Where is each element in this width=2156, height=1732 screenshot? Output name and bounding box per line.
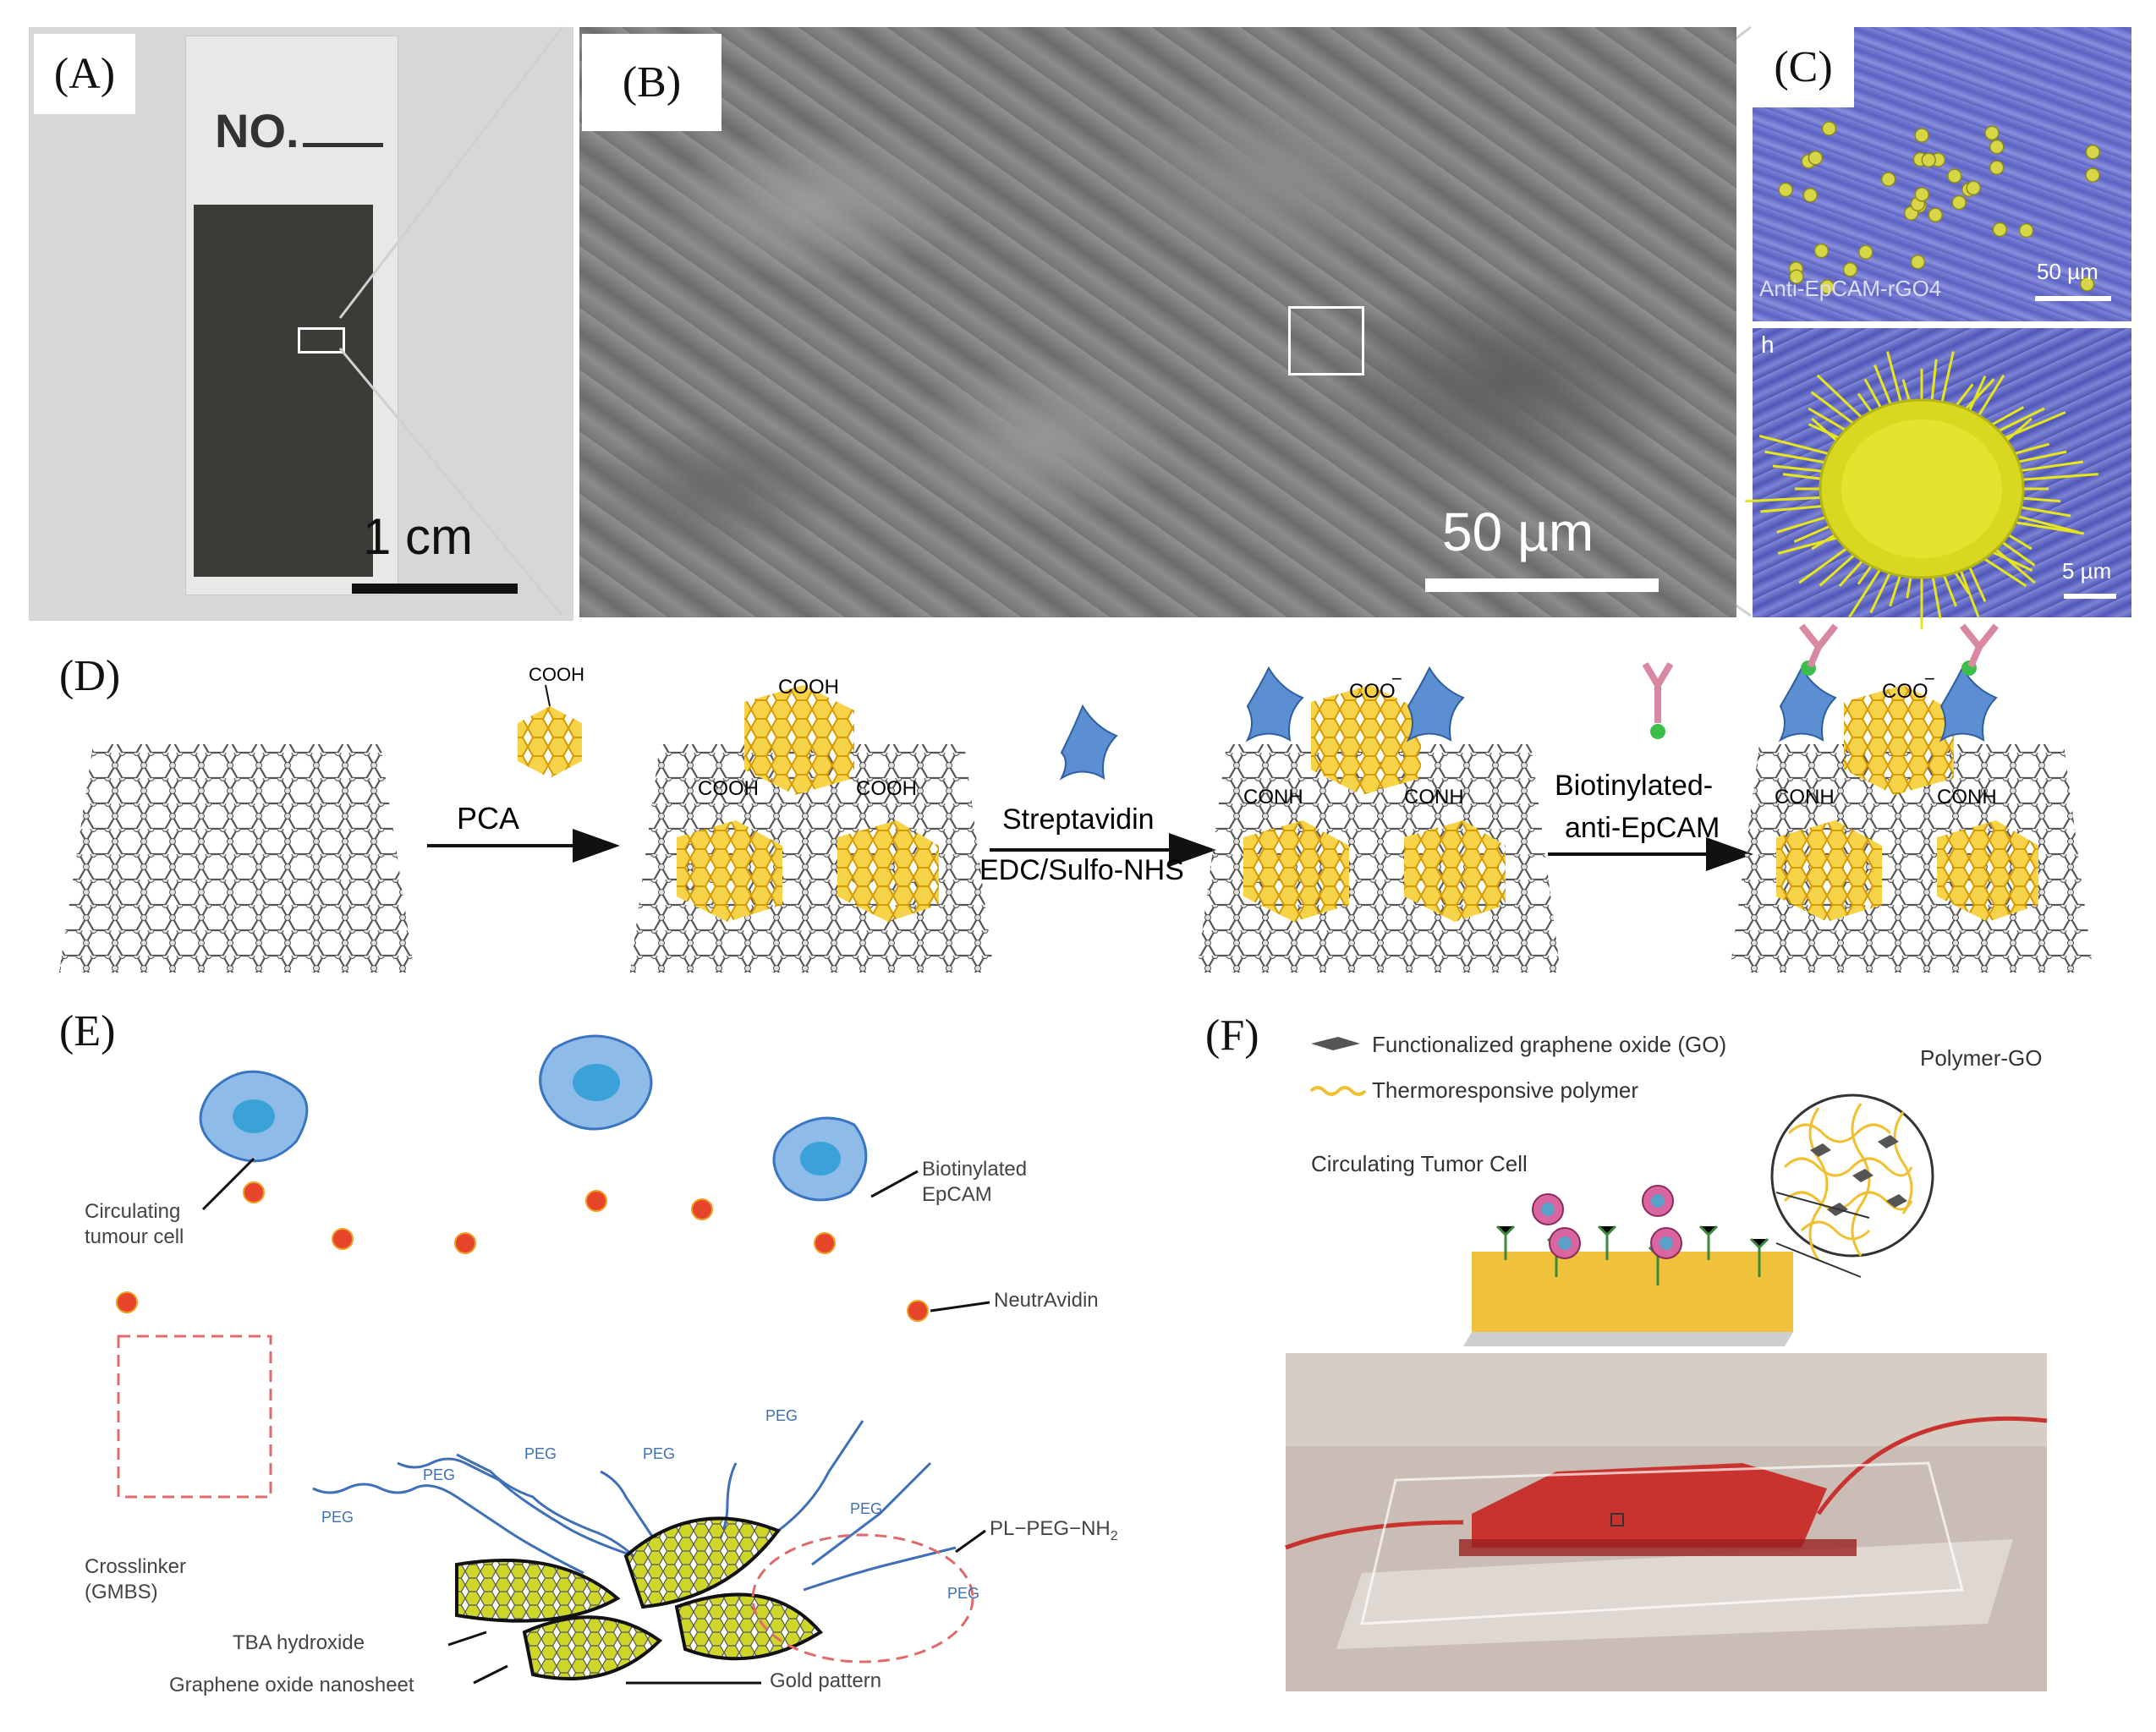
svg-text:COOH: COOH [778,676,839,699]
graphene-oxide-nanosheet [455,1516,824,1680]
svg-text:CONH: CONH [1937,786,1997,808]
panel-c-top-scale: 50 µm [2037,259,2098,284]
peg-chains [312,1420,957,1592]
captured-cell-dot [1966,180,1981,196]
svg-text:Gold pattern: Gold pattern [770,1669,881,1692]
captured-cell-dot [1808,151,1824,166]
captured-cell-dot [1992,222,2008,238]
panel-c-caption: Anti-EpCAM-rGO4 [1759,276,1942,301]
captured-cell-dot [1778,182,1793,198]
panel-c-bottom-scale: 5 µm [2062,558,2112,584]
panel-f-chip [1285,1185,2048,1691]
svg-text:COOH: COOH [529,664,584,685]
panel-c-tag: h [1761,332,1775,358]
svg-text:CONH: CONH [1243,786,1303,808]
panel-b: 50 µm [579,27,1736,617]
svg-text:Circulating: Circulating [85,1200,180,1223]
panel-f-label: (F) [1205,1011,1259,1060]
captured-cell-dot [1921,152,1937,167]
panel-e-label: (E) [59,1007,116,1055]
tumour-cells [199,1034,868,1202]
svg-text:Polymer-GO: Polymer-GO [1920,1045,2042,1071]
svg-text:PEG: PEG [947,1585,979,1602]
scale-label-b: 50 µm [1442,502,1594,562]
svg-text:−: − [1924,668,1935,689]
captured-cell-dot [1947,168,1962,184]
svg-text:COOH: COOH [698,777,759,800]
pca-label: PCA [457,801,519,836]
svg-text:Thermoresponsive polymer: Thermoresponsive polymer [1372,1077,1638,1103]
tumor-cell-sem [1745,351,2098,629]
panel-c-label: (C) [1753,27,1854,107]
svg-text:TBA hydroxide: TBA hydroxide [233,1631,365,1654]
captured-cell-dot [1819,279,1835,294]
panel-c-top-scalebar [2035,296,2111,301]
captured-cell-dot [1951,195,1967,211]
panel-f-legend: Functionalized graphene oxide (GO) Therm… [1309,1032,2042,1261]
svg-text:COO: COO [1349,680,1396,703]
svg-text:tumour cell: tumour cell [85,1225,184,1248]
svg-text:NeutrAvidin: NeutrAvidin [994,1289,1099,1312]
svg-text:COO: COO [1882,680,1928,703]
tumor-cells-f [1532,1185,1682,1259]
svg-text:PL−PEG−NH2: PL−PEG−NH2 [990,1517,1118,1543]
svg-text:(GMBS): (GMBS) [85,1581,158,1603]
svg-text:Biotinylated: Biotinylated [922,1158,1027,1181]
svg-text:Functionalized graphene oxide: Functionalized graphene oxide (GO) [1372,1032,1726,1057]
panel-b-label: (B) [582,34,721,131]
panel-d-diagram: PCA COOH COOH COOH COOH Streptavidin EDC… [59,623,2093,973]
svg-text:−: − [1391,668,1402,689]
captured-cell-dot [1989,139,2005,155]
scale-bar-a [352,584,518,594]
zoom-box-a [298,327,345,354]
captured-cell-dot [1928,207,1943,222]
svg-text:EpCAM: EpCAM [922,1183,992,1206]
panel-a-label: (A) [34,34,135,114]
svg-text:PEG: PEG [524,1445,557,1462]
scale-label-a: 1 cm [363,508,474,565]
step-3-line2: anti-EpCAM [1565,812,1720,844]
step-3-line1: Biotinylated- [1555,770,1713,802]
neutravidin [116,1181,929,1322]
svg-text:CONH: CONH [1775,786,1835,808]
svg-text:Crosslinker: Crosslinker [85,1555,186,1578]
captured-cell-dot [1880,172,1896,187]
panel-c-bottom-scalebar [2064,594,2116,599]
panel-e-diagram: Circulating tumour cell Biotinylated EpC… [85,1034,1118,1696]
captured-cell-dot [1842,262,1858,277]
captured-cell-dot [2079,277,2095,292]
svg-text:PEG: PEG [850,1500,882,1517]
captured-cell-dot [2085,167,2100,183]
svg-text:PEG: PEG [321,1509,354,1526]
step-2-line2: EDC/Sulfo-NHS [979,854,1184,886]
cell-dots [1778,121,2101,294]
captured-cell-dot [2018,222,2034,238]
captured-cell-dot [1914,187,1930,202]
svg-text:PEG: PEG [643,1445,675,1462]
zoom-box-b [1288,306,1364,375]
panel-a: NO. 1 cm [29,27,573,621]
graphene-film [194,205,373,577]
slide-number-text: NO. [215,103,383,158]
captured-cell-dot [1914,128,1929,143]
svg-text:COOH: COOH [856,777,917,800]
panel-d-label: (D) [59,652,121,700]
svg-text:Graphene oxide nanosheet: Graphene oxide nanosheet [169,1674,414,1696]
svg-text:CONH: CONH [1404,786,1464,808]
svg-text:PEG: PEG [423,1466,455,1483]
step-2-line1: Streptavidin [1002,803,1155,836]
captured-cell-dot [1813,243,1830,259]
captured-cell-dot [1802,188,1819,203]
captured-cell-dot [1989,160,2005,175]
captured-cell-dot [1858,244,1873,260]
captured-cell-dot [1789,269,1804,284]
captured-cell-dot [1910,254,1926,270]
svg-text:Circulating Tumor Cell: Circulating Tumor Cell [1311,1151,1528,1176]
captured-cell-dot [2085,145,2101,160]
captured-cell-dot [1821,121,1837,136]
captured-cell-dot [1984,125,2000,141]
scale-bar-b [1425,578,1659,592]
svg-text:PEG: PEG [765,1407,798,1424]
